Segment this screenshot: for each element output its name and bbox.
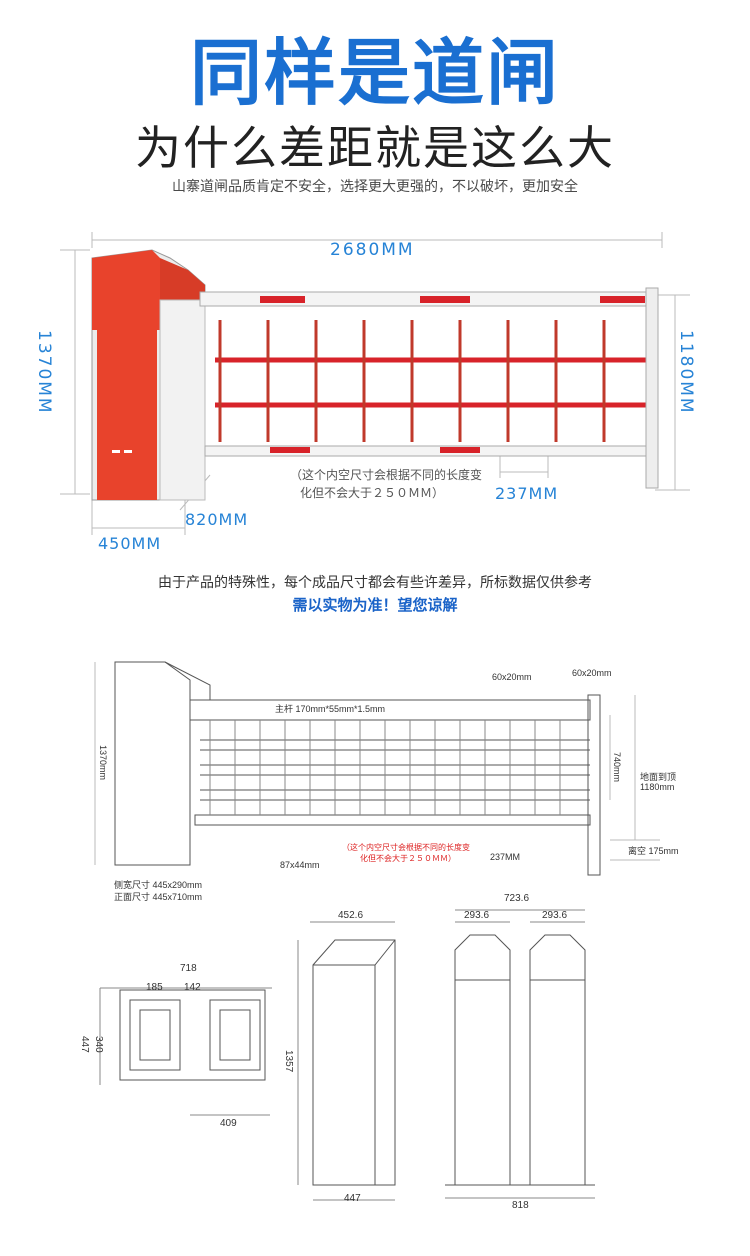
dim-gap: 237MM bbox=[495, 484, 559, 503]
photo-note-line1: （这个内空尺寸会根据不同的长度变 bbox=[290, 468, 483, 482]
clearance-label: 离空 175mm bbox=[628, 846, 679, 856]
top-185-label: 185 bbox=[146, 982, 163, 993]
dim-740-label: 740mm bbox=[612, 752, 622, 783]
dim-height-left: 1370MM bbox=[34, 330, 54, 415]
side-size-label: 侧宽尺寸 445x290mm bbox=[114, 880, 203, 890]
views-drawing bbox=[99, 909, 595, 1201]
side-452-label: 452.6 bbox=[338, 910, 364, 921]
photo-note-line2: 化但不会大于２５０ＭＭ） bbox=[300, 486, 445, 500]
page-subtitle: 为什么差距就是这么大 bbox=[135, 121, 615, 175]
dim-base: 450MM bbox=[98, 534, 162, 553]
barrier-arm bbox=[199, 287, 659, 489]
height-1370-label: 1370mm bbox=[98, 745, 108, 781]
drawing-note-line1: （这个内空尺寸会根据不同的长度变 bbox=[342, 843, 470, 852]
front-723-label: 723.6 bbox=[504, 893, 530, 904]
top-409-label: 409 bbox=[220, 1118, 237, 1129]
top-447-label: 447 bbox=[79, 1036, 90, 1053]
cabinet bbox=[91, 249, 206, 501]
notice-line2: 需以实物为准！望您谅解 bbox=[292, 596, 458, 614]
side-1357-label: 1357 bbox=[283, 1050, 294, 1073]
notice-line1: 由于产品的特殊性，每个成品尺寸都会有些许差异，所标数据仅供参考 bbox=[158, 575, 592, 591]
ground-value: 1180mm bbox=[640, 782, 675, 792]
dim-height-right: 1180MM bbox=[676, 330, 696, 415]
side-447-label: 447 bbox=[344, 1193, 361, 1204]
top-718-label: 718 bbox=[180, 963, 197, 974]
dim-width: 2680MM bbox=[330, 240, 415, 260]
ground-label: 地面到顶 bbox=[640, 772, 677, 782]
tube1-label: 60x20mm bbox=[492, 672, 532, 682]
front-293a-label: 293.6 bbox=[464, 910, 490, 921]
tube2-label: 60x20mm bbox=[572, 668, 612, 678]
dim-depth: 820MM bbox=[185, 510, 249, 529]
gap-237-label: 237MM bbox=[490, 852, 521, 862]
front-818-label: 818 bbox=[512, 1200, 529, 1211]
drawing-note-line2: 化但不会大于２５０ＭＭ） bbox=[360, 854, 456, 863]
barrier-photo-illustration bbox=[60, 232, 690, 535]
front-size-label: 正面尺寸 445x710mm bbox=[114, 892, 203, 902]
main-bar-label: 主杆 170mm*55mm*1.5mm bbox=[275, 704, 386, 714]
page-description: 山寨道闸品质肯定不安全，选择更大更强的，不以破坏，更加安全 bbox=[172, 179, 578, 195]
front-293b-label: 293.6 bbox=[542, 910, 568, 921]
tube-87-label: 87x44mm bbox=[280, 860, 320, 870]
elevation-drawing bbox=[94, 661, 660, 876]
page-title: 同样是道闸 bbox=[189, 31, 560, 115]
top-340-label: 340 bbox=[93, 1036, 104, 1053]
top-142-label: 142 bbox=[184, 982, 201, 993]
